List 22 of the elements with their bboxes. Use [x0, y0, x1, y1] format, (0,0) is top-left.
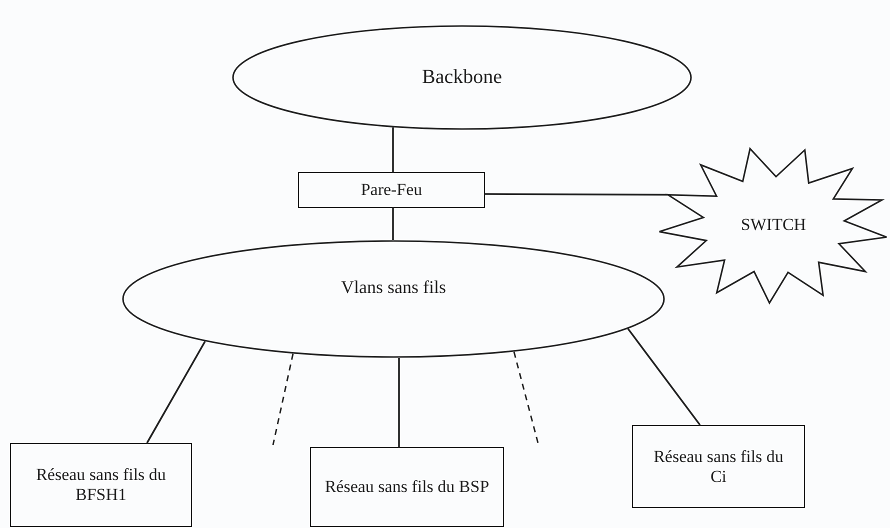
- network-box: [632, 425, 805, 508]
- node-label: Réseau sans fils du BSP: [324, 477, 490, 497]
- network-ellipse: [232, 25, 692, 130]
- connector-line: [485, 193, 668, 196]
- connector-line: [398, 358, 400, 447]
- dashed-line: [272, 354, 294, 446]
- network-box: [298, 172, 485, 208]
- connector-line: [392, 208, 394, 240]
- connector-line: [627, 328, 701, 426]
- connector-line: [392, 128, 394, 172]
- network-box: [10, 443, 192, 527]
- node-label: Réseau sans fils du BFSH1: [35, 465, 167, 505]
- node-label: Pare-Feu: [360, 180, 422, 200]
- dashed-line: [513, 352, 539, 444]
- node-label: SWITCH: [740, 215, 806, 235]
- network-box: [310, 447, 504, 527]
- node-label: Vlans sans fils: [341, 276, 446, 298]
- starburst-shape: [657, 145, 890, 305]
- connector-line: [146, 341, 206, 444]
- network-ellipse: [122, 240, 665, 358]
- node-label: Réseau sans fils du Ci: [654, 446, 784, 486]
- node-label: Backbone: [422, 66, 502, 89]
